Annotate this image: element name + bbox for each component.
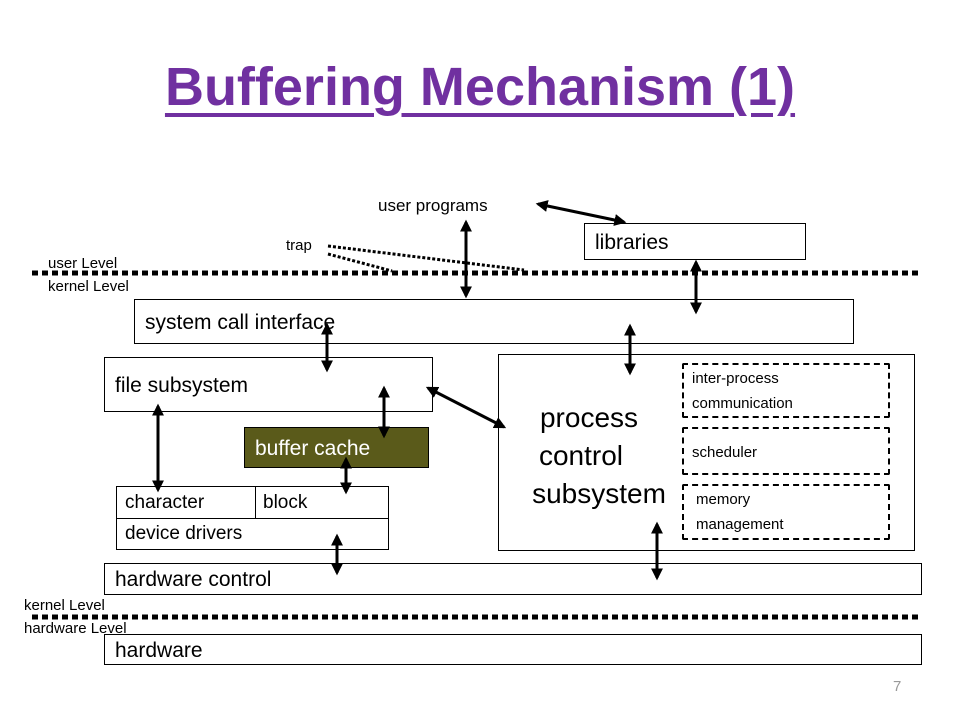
page-number: 7 <box>893 678 902 695</box>
libraries-label: libraries <box>595 231 669 254</box>
kernel-level-label-bottom: kernel Level <box>24 597 105 614</box>
process-label-line3: subsystem <box>532 478 666 509</box>
trap-line-lower <box>327 252 393 273</box>
scheduler-box: scheduler <box>682 427 890 475</box>
kernel-level-label-top: kernel Level <box>48 278 129 295</box>
device-drivers-box: character block device drivers <box>116 486 389 550</box>
character-block-divider <box>255 487 256 518</box>
memory-label-line1: memory <box>696 491 751 508</box>
ipc-label-line2: communication <box>692 395 793 412</box>
hardware-control-box: hardware control <box>104 563 922 595</box>
buffer-cache-label: buffer cache <box>255 437 371 460</box>
slide-title: Buffering Mechanism (1) <box>164 57 796 117</box>
memory-label-line2: management <box>696 516 784 533</box>
file-process-control-arrow <box>425 386 507 429</box>
libraries-box: libraries <box>584 223 806 260</box>
user-programs-label: user programs <box>378 196 488 215</box>
system-call-interface-box: system call interface <box>134 299 854 344</box>
user-programs-libraries-arrow <box>535 200 627 226</box>
system-call-interface-label: system call interface <box>145 311 336 334</box>
user-level-label: user Level <box>48 255 118 272</box>
device-drivers-label: device drivers <box>125 523 243 544</box>
file-subsystem-label: file subsystem <box>115 374 249 397</box>
hardware-label: hardware <box>115 639 203 662</box>
process-label-line1: process <box>539 402 639 433</box>
process-label-line2: control <box>538 440 624 471</box>
character-label: character <box>125 492 205 513</box>
scheduler-label: scheduler <box>692 444 758 461</box>
hardware-level-label: hardware Level <box>24 620 127 637</box>
block-label: block <box>263 492 308 513</box>
hardware-control-label: hardware control <box>115 568 272 591</box>
process-control-title: process control subsystem <box>511 399 691 513</box>
trap-label: trap <box>286 237 312 254</box>
ipc-label-line1: inter-process <box>692 370 779 387</box>
ipc-box: inter-process communication <box>682 363 890 418</box>
hardware-box: hardware <box>104 634 922 665</box>
memory-management-box: memory management <box>682 484 890 540</box>
trap-line-upper <box>327 244 525 272</box>
process-control-subsystem-box: process control subsystem <box>498 354 915 551</box>
buffer-cache-box: buffer cache <box>244 427 429 468</box>
device-drivers-divider <box>117 518 388 519</box>
